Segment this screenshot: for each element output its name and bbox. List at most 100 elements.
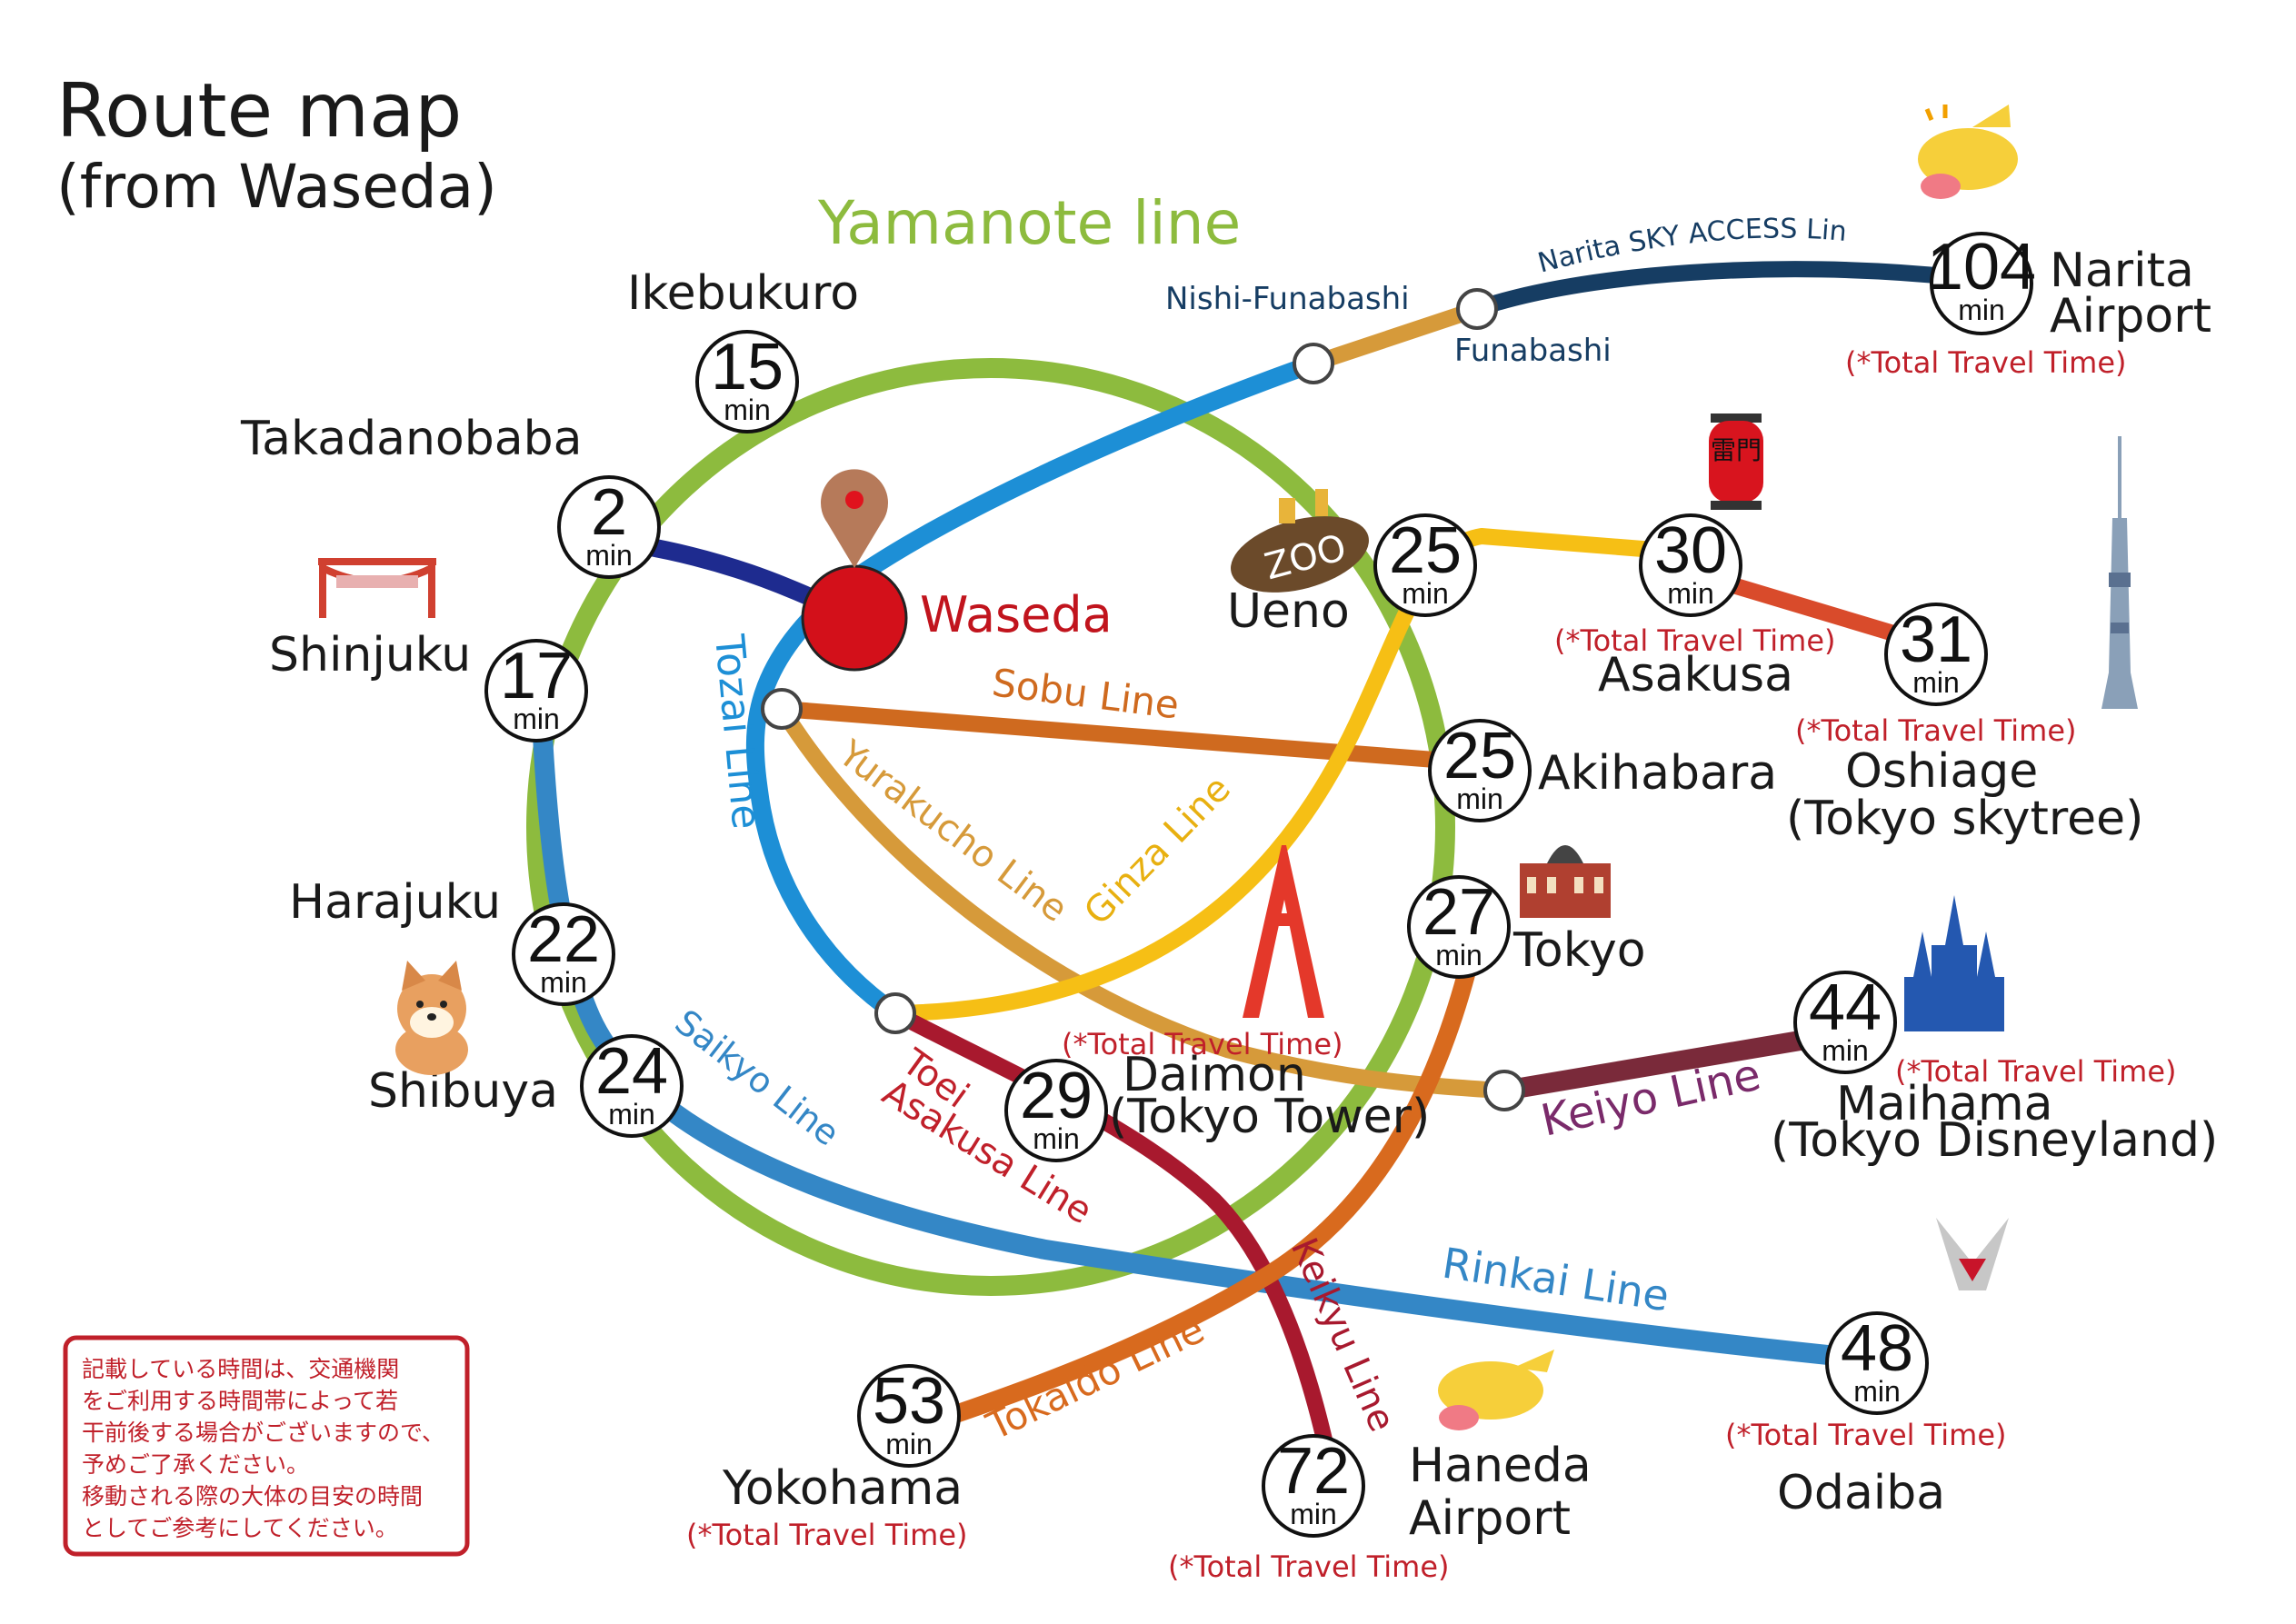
svg-text:min: min — [1853, 1375, 1901, 1408]
svg-text:min: min — [1912, 666, 1960, 699]
tokaido-line — [909, 941, 1482, 1436]
tokyo-tower-icon — [1243, 845, 1324, 1018]
haneda-label: Haneda — [1409, 1439, 1592, 1493]
svg-text:雷門: 雷門 — [1711, 435, 1762, 465]
oshiage-note: (*Total Travel Time) — [1795, 713, 2076, 748]
ikebukuro-badge: 15 min — [695, 330, 799, 433]
daimon-label: Daimon — [1123, 1048, 1306, 1102]
svg-text:min: min — [1958, 294, 2005, 326]
svg-text:予めご了承ください。: 予めご了承ください。 — [82, 1451, 309, 1478]
svg-text:48: 48 — [1841, 1312, 1913, 1385]
svg-text:72: 72 — [1277, 1435, 1350, 1508]
yamanote-line — [526, 358, 1455, 1296]
svg-text:min: min — [1667, 577, 1714, 610]
svg-text:17: 17 — [500, 640, 573, 712]
yurakucho-line — [774, 701, 1508, 1099]
skytree-icon — [2101, 436, 2138, 709]
svg-text:min: min — [1033, 1122, 1080, 1155]
tokaido-line-label: Tokaido Line — [979, 1307, 1211, 1450]
ikebukuro-label: Ikebukuro — [627, 266, 859, 321]
narita-note: (*Total Travel Time) — [1845, 345, 2126, 380]
odaiba-badge: 48 min — [1825, 1311, 1929, 1415]
harajuku-label: Harajuku — [289, 875, 501, 930]
tokyo-station-icon — [1520, 845, 1611, 918]
tozai-line-label: Tozai Line — [705, 632, 770, 831]
funabashi-connector — [1305, 301, 1485, 372]
tozai-line — [745, 354, 1323, 1022]
yokohama-note: (*Total Travel Time) — [686, 1518, 967, 1552]
haneda-sublabel: Airport — [1409, 1491, 1571, 1546]
ginza-junction-node — [874, 992, 916, 1034]
svg-text:min: min — [1456, 782, 1503, 815]
zoo-sign-icon: ZOO — [1231, 489, 1369, 593]
shinjuku-badge: 17 min — [484, 639, 588, 742]
haneda-badge: 72 min — [1262, 1434, 1365, 1538]
odaiba-label: Odaiba — [1777, 1466, 1945, 1520]
svg-text:25: 25 — [1443, 720, 1516, 792]
waseda-label: Waseda — [920, 586, 1113, 643]
svg-text:24: 24 — [595, 1035, 668, 1108]
asakusa-note: (*Total Travel Time) — [1554, 623, 1835, 658]
lantern-icon: 雷門 — [1709, 413, 1763, 510]
svg-text:44: 44 — [1809, 971, 1882, 1044]
narita-label: Narita — [2050, 244, 2194, 298]
svg-text:min: min — [1402, 577, 1449, 610]
yamanote-line-label: Yamanote line — [817, 188, 1241, 258]
sobu-junction-node — [761, 688, 803, 730]
shinjuku-label: Shinjuku — [269, 628, 471, 682]
airplane-icon — [1918, 105, 2018, 199]
tokyo-label: Tokyo — [1512, 923, 1646, 978]
svg-text:移動される際の大体の目安の時間: 移動される際の大体の目安の時間 — [82, 1483, 423, 1509]
yokohama-label: Yokohama — [722, 1461, 963, 1516]
maihama-sublabel: (Tokyo Disneyland) — [1771, 1113, 2218, 1168]
takadanobaba-badge: 2 min — [557, 475, 661, 579]
svg-text:25: 25 — [1389, 514, 1462, 587]
narita-badge: 104 min — [1927, 231, 2036, 335]
sobu-line — [774, 701, 1490, 772]
svg-text:をご利用する時間帯によって若: をご利用する時間帯によって若 — [82, 1388, 398, 1414]
shibuya-badge: 24 min — [580, 1034, 684, 1138]
svg-text:30: 30 — [1654, 514, 1727, 587]
svg-text:104: 104 — [1927, 231, 2036, 304]
daimon-badge: 29 min — [1004, 1059, 1108, 1162]
sobu-line-label: Sobu Line — [990, 660, 1182, 727]
svg-text:min: min — [608, 1098, 655, 1131]
svg-text:min: min — [1435, 939, 1482, 971]
svg-text:min: min — [724, 394, 771, 426]
castle-icon — [1904, 895, 2004, 1031]
maihama-note: (*Total Travel Time) — [1895, 1054, 2176, 1089]
narita-sky-access-line — [1469, 261, 1962, 317]
funabashi-label: Funabashi — [1454, 333, 1612, 369]
akihabara-label: Akihabara — [1538, 746, 1777, 801]
svg-text:15: 15 — [711, 331, 784, 404]
maihama-badge: 44 min — [1793, 971, 1897, 1074]
svg-text:記載している時間は、交通機関: 記載している時間は、交通機関 — [82, 1356, 399, 1382]
svg-text:min: min — [1822, 1034, 1869, 1067]
daimon-note: (*Total Travel Time) — [1062, 1027, 1343, 1061]
akihabara-badge: 25 min — [1428, 719, 1532, 822]
svg-text:としてご参考にしてください。: としてご参考にしてください。 — [82, 1515, 398, 1541]
funabashi-node — [1456, 288, 1498, 330]
shibuya-label: Shibuya — [368, 1064, 558, 1119]
oshiage-sublabel: (Tokyo skytree) — [1786, 792, 2143, 846]
gundam-cafe-icon — [1936, 1218, 2009, 1290]
keiyo-junction-node — [1483, 1070, 1525, 1111]
takadanobaba-label: Takadanobaba — [240, 412, 582, 466]
svg-text:2: 2 — [591, 476, 627, 549]
oshiage-badge: 31 min — [1884, 603, 1988, 706]
oshiage-label: Oshiage — [1845, 744, 2038, 799]
svg-text:31: 31 — [1900, 603, 1972, 676]
airplane-icon — [1438, 1350, 1554, 1430]
svg-text:干前後する場合がございますので、: 干前後する場合がございますので、 — [82, 1420, 444, 1446]
svg-text:29: 29 — [1020, 1060, 1093, 1132]
dog-icon — [395, 961, 468, 1075]
maihama-label: Maihama — [1836, 1077, 2053, 1131]
tokyo-badge: 27 min — [1407, 875, 1511, 979]
page-subtitle: (from Waseda) — [56, 152, 497, 222]
svg-text:27: 27 — [1423, 876, 1495, 949]
toei-asakusa-keikyu-line — [887, 1005, 1340, 1480]
nishi-funabashi-node — [1293, 343, 1334, 384]
odaiba-note: (*Total Travel Time) — [1725, 1418, 2006, 1452]
svg-text:min: min — [585, 539, 633, 572]
notice-box: 記載している時間は、交通機関 をご利用する時間帯によって若 干前後する場合がござ… — [63, 1335, 470, 1557]
